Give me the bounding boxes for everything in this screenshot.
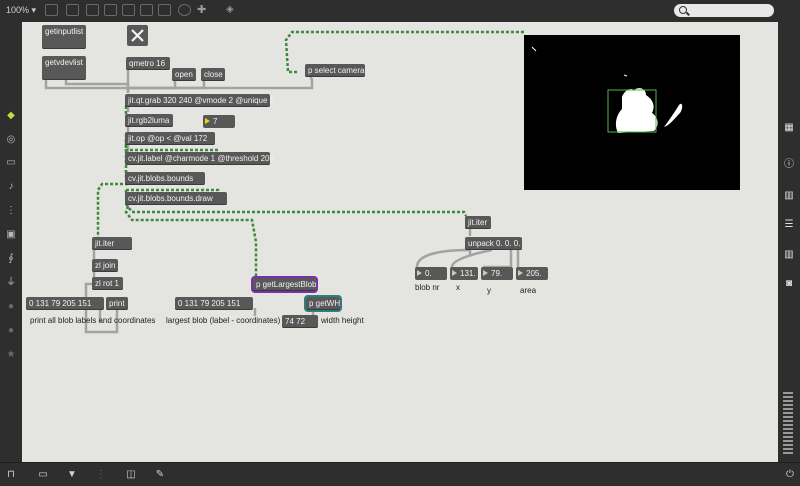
bottom-toolbar: ⊓ ▭ ▼ ⋮ ◫ ✎ ⏻	[0, 462, 800, 486]
chevron-down-icon: ▾	[31, 5, 37, 15]
gen-icon[interactable]: ●	[7, 325, 15, 336]
lock-icon[interactable]: ⊓	[7, 469, 15, 480]
level-meter-bar	[783, 420, 793, 422]
slider-icon[interactable]: ▭	[6, 157, 16, 168]
select-camera-subpatch[interactable]: p select camera	[305, 64, 365, 77]
getvdevlist-object[interactable]: getvdevlist	[42, 56, 86, 80]
info-icon[interactable]: ⓘ	[784, 159, 794, 170]
plus-icon[interactable]: ✚	[197, 4, 207, 16]
level-meter-bar	[783, 432, 793, 434]
close-icon	[131, 29, 144, 42]
print-all-comment: print all blob labels and coordinates	[30, 316, 156, 325]
jit-rgb2luma-object[interactable]: jit.rgb2luma	[125, 114, 173, 127]
top-toolbar: 100% ▾ ✚ ◈	[0, 0, 800, 23]
right-sidebar: ▦ ⓘ ▥ ☰ ▥ ◙	[778, 22, 800, 462]
patcher-icon[interactable]	[66, 4, 79, 16]
largest-blob-message[interactable]: 0 131 79 205 151	[175, 297, 253, 310]
level-meter-bar	[783, 396, 793, 398]
wh-message[interactable]: 74 72	[282, 315, 318, 328]
book-icon[interactable]: ▥	[784, 190, 794, 201]
unpack-object[interactable]: unpack 0. 0. 0.	[465, 237, 522, 250]
level-meter-bar	[783, 400, 793, 402]
toggle-button[interactable]	[127, 25, 148, 46]
level-meter-bar	[783, 428, 793, 430]
qmetro-object[interactable]: qmetro 16	[126, 57, 170, 70]
media-icon[interactable]	[140, 4, 153, 16]
getinputlist-object[interactable]: getinputlist	[42, 25, 86, 49]
cv-jit-blobs-bounds-object[interactable]: cv.jit.blobs.bounds	[125, 172, 205, 185]
cube-icon[interactable]: ◆	[7, 110, 15, 121]
grid-view-icon[interactable]: ▦	[784, 122, 794, 133]
close-message[interactable]: close	[201, 68, 225, 81]
image-icon[interactable]: ▣	[6, 229, 16, 240]
largest-blob-comment: largest blob (label - coordinates)	[166, 316, 281, 325]
object-icon[interactable]	[104, 4, 117, 16]
level-meter-bar	[783, 412, 793, 414]
jit-qt-grab-object[interactable]: jit.qt.grab 320 240 @vmode 2 @unique 1	[125, 94, 274, 107]
area-number[interactable]: 205.	[516, 267, 548, 280]
power-icon[interactable]: ⏻	[786, 469, 794, 480]
level-meter-bar	[783, 440, 793, 442]
area-comment: area	[520, 286, 537, 295]
all-blobs-message[interactable]: 0 131 79 205 151	[26, 297, 104, 310]
presentation-mode-icon[interactable]: ▼	[67, 469, 77, 480]
search-icon	[679, 6, 687, 14]
blob-display	[531, 46, 683, 133]
level-meter-bar	[783, 408, 793, 410]
star-icon[interactable]: ★	[6, 349, 16, 360]
y-number[interactable]: 79.	[481, 267, 513, 280]
search-field[interactable]	[674, 4, 774, 17]
level-meter-bar	[783, 424, 793, 426]
zl-join-object[interactable]: zl join	[92, 259, 118, 272]
x-number[interactable]: 131.	[450, 267, 478, 280]
zoom-level: 100%	[6, 5, 30, 15]
paperclip-icon[interactable]: ∮	[8, 253, 14, 264]
get-largest-blob-subpatch[interactable]: p getLargestBlob	[251, 276, 318, 293]
level-meter-bar	[783, 404, 793, 406]
reference-icon[interactable]: ▥	[784, 249, 794, 260]
left-sidebar: ◆ ◎ ▭ ♪ ⋮ ▣ ∮ ⏚ ● ● ★	[0, 22, 22, 462]
jit-iter-right-object[interactable]: jit.iter	[465, 216, 491, 229]
threshold-number[interactable]: 7	[203, 115, 235, 128]
x-comment: x	[456, 283, 460, 292]
zl-rot-object[interactable]: zl rot 1	[92, 277, 123, 290]
music-note-icon[interactable]: ♪	[8, 181, 14, 192]
presentation-icon[interactable]	[86, 4, 99, 16]
clipboard-icon[interactable]	[158, 4, 171, 16]
waveform-icon[interactable]: ⋮	[6, 205, 16, 216]
get-wh-subpatch[interactable]: p getWH	[304, 295, 342, 312]
open-message[interactable]: open	[172, 68, 196, 81]
clock-icon[interactable]	[178, 4, 191, 16]
windows-icon[interactable]: ▭	[38, 469, 48, 480]
v8-icon[interactable]: ●	[7, 301, 15, 312]
level-meter-bar	[783, 436, 793, 438]
cv-jit-label-object[interactable]: cv.jit.label @charmode 1 @threshold 200	[125, 152, 274, 165]
print-object[interactable]: print	[106, 297, 128, 310]
grid-icon[interactable]	[122, 4, 135, 16]
blob-nr-number[interactable]: 0.	[415, 267, 447, 280]
plug-icon[interactable]: ⏚	[6, 277, 16, 288]
jit-iter-left-object[interactable]: jit.iter	[92, 237, 132, 250]
new-view-icon[interactable]	[45, 4, 58, 16]
patcher-canvas[interactable]: getinputlist getvdevlist qmetro 16 open …	[22, 22, 778, 462]
zoom-menu[interactable]: 100% ▾	[6, 5, 36, 16]
target-icon[interactable]: ◎	[6, 134, 16, 145]
comment-icon[interactable]: ◫	[126, 469, 136, 480]
blob-nr-comment: blob nr	[415, 283, 440, 292]
list-icon[interactable]: ☰	[784, 219, 794, 230]
camera-icon[interactable]: ◙	[785, 278, 793, 289]
paint-bucket-icon[interactable]: ◈	[226, 4, 234, 15]
level-meter-bar	[783, 416, 793, 418]
jit-op-object[interactable]: jit.op @op < @val 172	[125, 132, 215, 145]
wrench-icon[interactable]: ✎	[155, 469, 165, 480]
level-meter-bar	[783, 448, 793, 450]
level-meter	[783, 392, 793, 394]
cv-jit-blobs-bounds-draw-object[interactable]: cv.jit.blobs.bounds.draw	[125, 192, 227, 205]
y-comment: y	[487, 286, 491, 295]
width-height-comment: width height	[321, 316, 364, 325]
video-preview	[524, 35, 740, 190]
level-meter-bar	[783, 444, 793, 446]
level-meter-bar	[783, 452, 793, 454]
grid-snap-icon[interactable]: ⋮	[96, 469, 106, 480]
